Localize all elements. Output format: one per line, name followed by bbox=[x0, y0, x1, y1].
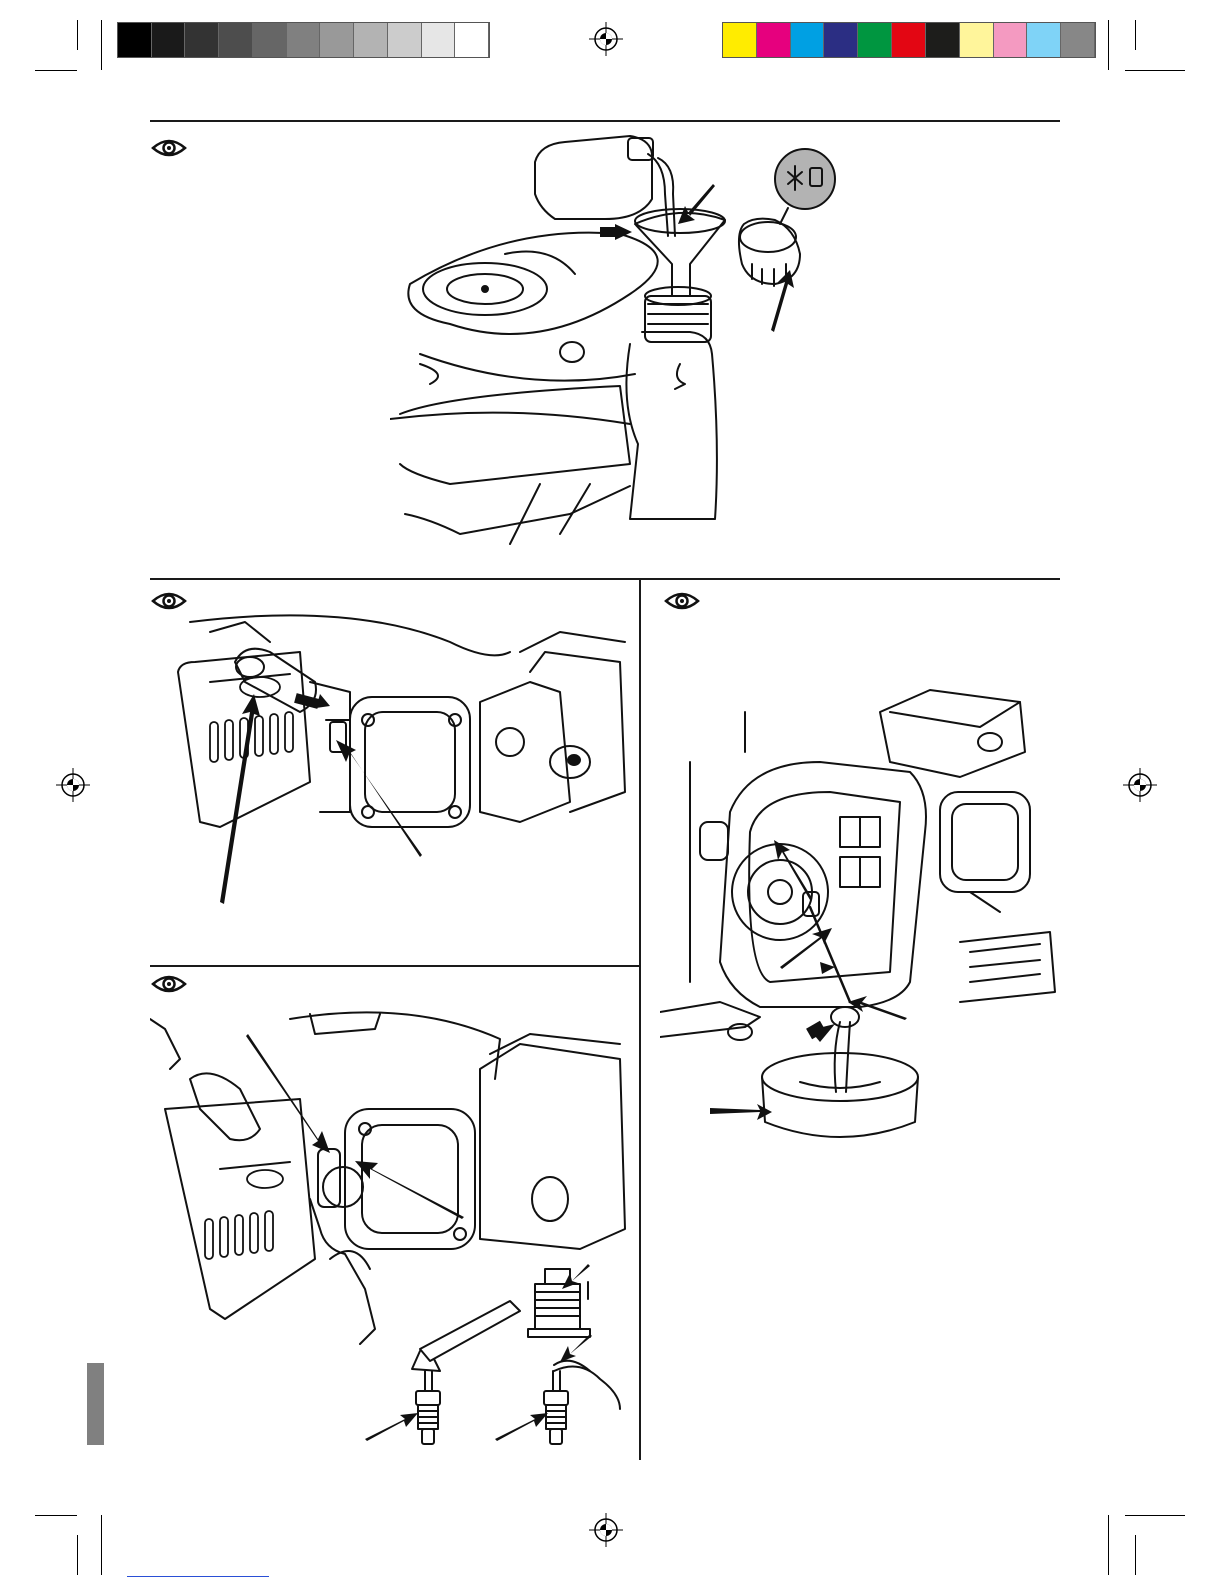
calibration-swatch bbox=[994, 23, 1028, 57]
registration-mark-right bbox=[1123, 768, 1157, 802]
calibration-swatch bbox=[960, 23, 994, 57]
vertical-divider bbox=[639, 578, 641, 1460]
calibration-swatch bbox=[320, 23, 354, 57]
calibration-swatch bbox=[152, 23, 186, 57]
registration-mark-top bbox=[589, 22, 623, 56]
calibration-swatch bbox=[253, 23, 287, 57]
eye-icon bbox=[151, 973, 187, 995]
eye-icon bbox=[151, 137, 187, 159]
calibration-swatch bbox=[1061, 23, 1095, 57]
language-tab bbox=[87, 1363, 104, 1445]
calibration-swatch bbox=[723, 23, 757, 57]
fuel-refill-illustration bbox=[390, 124, 950, 564]
panel-spark-plug-cap bbox=[150, 582, 638, 962]
calibration-swatch bbox=[858, 23, 892, 57]
calibration-swatch bbox=[219, 23, 253, 57]
calibration-swatch bbox=[757, 23, 791, 57]
panel-spark-plug-service bbox=[150, 969, 638, 1454]
lower-left-rule bbox=[150, 965, 640, 967]
spark-plug-cap-illustration bbox=[150, 612, 638, 952]
panel-fuel-refill bbox=[150, 124, 1060, 564]
calibration-swatch bbox=[892, 23, 926, 57]
eye-icon bbox=[151, 590, 187, 612]
eye-icon bbox=[664, 590, 700, 612]
calibration-swatch bbox=[118, 23, 152, 57]
calibration-swatch bbox=[185, 23, 219, 57]
color-calibration-bar bbox=[722, 22, 1096, 58]
calibration-swatch bbox=[422, 23, 456, 57]
top-rule bbox=[150, 120, 1060, 122]
calibration-swatch bbox=[354, 23, 388, 57]
calibration-swatch bbox=[287, 23, 321, 57]
registration-mark-bottom bbox=[589, 1513, 623, 1547]
registration-mark-left bbox=[56, 768, 90, 802]
spark-plug-service-illustration bbox=[150, 999, 638, 1454]
calibration-swatch bbox=[455, 23, 489, 57]
oil-drain-illustration bbox=[660, 682, 1060, 1182]
calibration-swatch bbox=[824, 23, 858, 57]
grayscale-calibration-bar bbox=[117, 22, 490, 58]
calibration-swatch bbox=[1027, 23, 1061, 57]
calibration-swatch bbox=[388, 23, 422, 57]
calibration-swatch bbox=[926, 23, 960, 57]
panel-oil-drain bbox=[660, 582, 1060, 1182]
middle-rule bbox=[150, 578, 1060, 580]
footer-link-underline bbox=[127, 1576, 269, 1577]
calibration-swatch bbox=[791, 23, 825, 57]
